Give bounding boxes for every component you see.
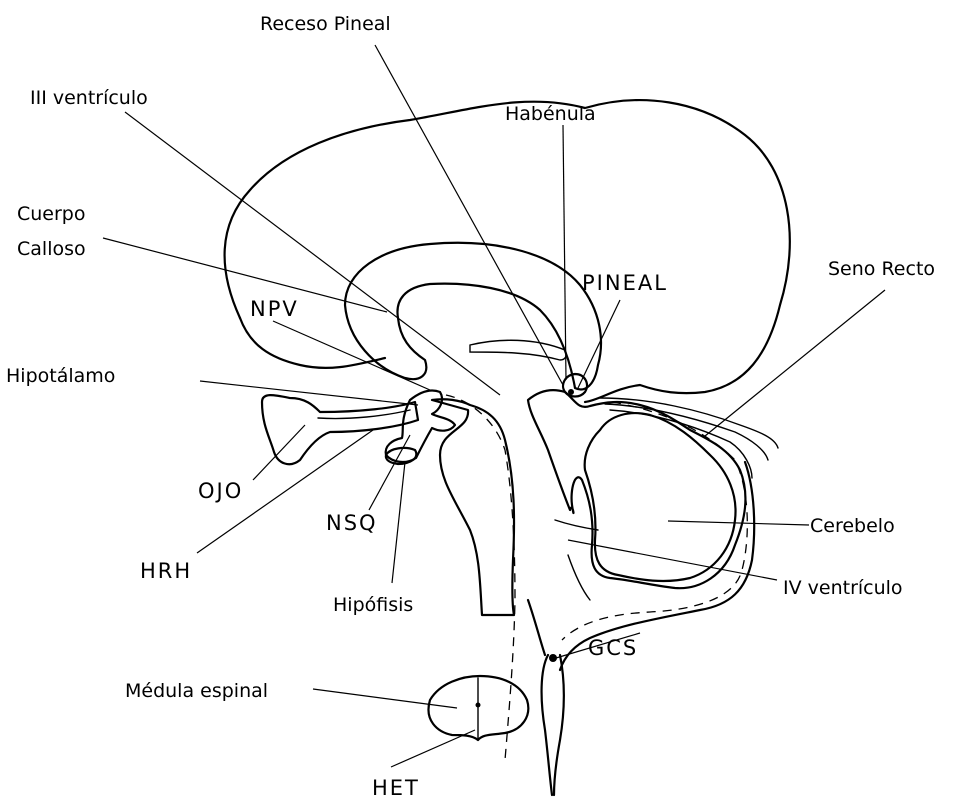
label-ojo: OJO xyxy=(198,479,243,503)
cerebellum xyxy=(585,413,736,581)
label-iii-ventriculo: III ventrículo xyxy=(30,87,148,109)
leader-habenula xyxy=(563,125,566,380)
fornix xyxy=(470,340,566,360)
leader-hipofisis xyxy=(392,462,405,583)
label-calloso: Calloso xyxy=(17,238,86,260)
label-receso-pineal: Receso Pineal xyxy=(260,13,391,35)
leader-seno-recto xyxy=(705,290,885,436)
label-iv-ventriculo: IV ventrículo xyxy=(783,577,903,599)
label-cerebelo: Cerebelo xyxy=(810,515,895,537)
label-nsq: NSQ xyxy=(326,511,378,535)
pineal-recess-dot xyxy=(568,389,574,395)
leader-cuerpo-calloso xyxy=(103,238,387,312)
superior-cervical-ganglion-dot xyxy=(549,654,557,662)
spinal-cord-column xyxy=(542,655,552,795)
label-hipotalamo: Hipotálamo xyxy=(6,365,115,387)
label-habenula: Habénula xyxy=(505,103,596,125)
straight-sinus-3 xyxy=(610,410,752,478)
leader-receso-pineal xyxy=(375,45,563,385)
label-cuerpo: Cuerpo xyxy=(17,203,86,225)
label-medula-espinal: Médula espinal xyxy=(125,680,268,702)
spinal-cord-column-right xyxy=(554,655,564,795)
label-hrh: HRH xyxy=(140,559,192,583)
dorsal-spinal-outline xyxy=(528,600,545,655)
corpus-callosum xyxy=(345,243,601,390)
label-het: HET xyxy=(372,776,420,800)
label-npv: NPV xyxy=(250,297,299,321)
leader-pineal xyxy=(578,300,620,388)
leader-ojo xyxy=(253,425,305,480)
label-hipofisis: Hipófisis xyxy=(333,594,413,616)
leader-hipotalamo xyxy=(200,381,418,405)
label-seno-recto: Seno Recto xyxy=(828,258,935,280)
leader-het xyxy=(391,730,475,767)
label-pineal: PINEAL xyxy=(582,271,668,295)
brainstem-line xyxy=(568,555,590,600)
eye xyxy=(262,395,418,464)
leader-cerebelo xyxy=(668,521,809,525)
label-gcs: GCS xyxy=(588,636,638,660)
spinal-central-canal xyxy=(476,703,481,708)
midbrain-tectum xyxy=(528,390,745,588)
leader-iii-ventriculo xyxy=(125,112,500,395)
